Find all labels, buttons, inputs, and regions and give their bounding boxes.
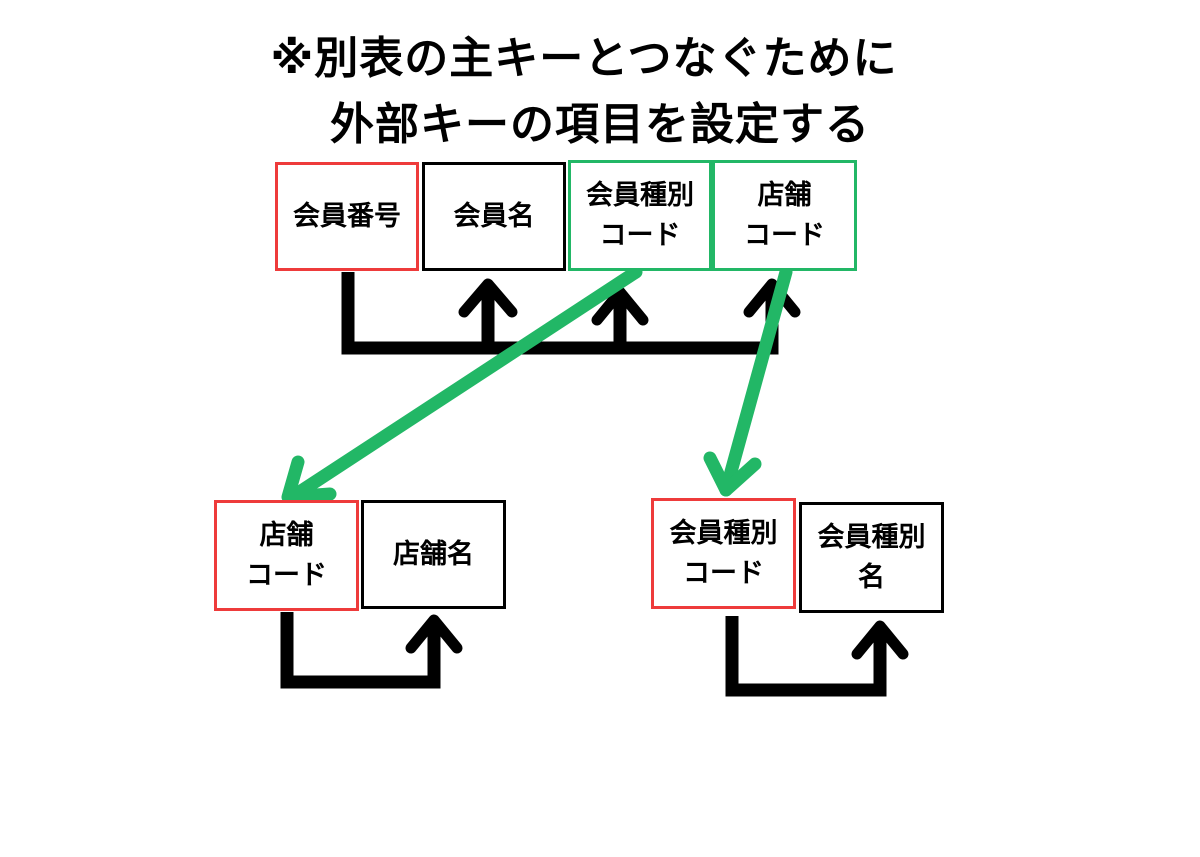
dependency-arrowhead-type-name bbox=[851, 620, 909, 660]
field-label: 店舗名 bbox=[393, 538, 474, 570]
dependency-arrowhead-store-name bbox=[405, 614, 463, 654]
field-label: 店舗 コード bbox=[744, 180, 825, 251]
relation-arrowhead-store-table bbox=[281, 455, 337, 504]
field-label: 店舗 コード bbox=[246, 520, 327, 591]
field-label: 会員種別 名 bbox=[817, 522, 926, 593]
relation-arrowhead-member-type-table bbox=[703, 451, 762, 497]
field-member-type-code-pk: 会員種別 コード bbox=[651, 498, 796, 609]
field-member-type-name: 会員種別 名 bbox=[799, 502, 944, 613]
dependency-connector-member-no-to-member-name bbox=[341, 272, 495, 355]
dependency-arrowhead-member-type-code bbox=[591, 286, 649, 326]
field-label: 会員種別 コード bbox=[586, 180, 694, 251]
dependency-connector-store-code-to-store-name bbox=[280, 612, 441, 689]
field-member-type-code-fk: 会員種別 コード bbox=[568, 160, 712, 271]
diagram-title-line-1: ※別表の主キーとつなぐために bbox=[270, 33, 898, 84]
field-member-name: 会員名 bbox=[422, 162, 566, 271]
diagram-title-line-2: 外部キーの項目を設定する bbox=[330, 99, 870, 150]
field-label: 会員種別 コード bbox=[669, 518, 778, 589]
dependency-arrowhead-member-name bbox=[458, 278, 518, 318]
field-member-no: 会員番号 bbox=[275, 162, 419, 271]
relation-arrow-type-code-to-store-table bbox=[285, 265, 643, 504]
relation-arrow-store-code-to-member-type-table bbox=[719, 265, 793, 497]
field-store-code-pk: 店舗 コード bbox=[214, 500, 359, 611]
field-store-code-fk: 店舗 コード bbox=[712, 160, 857, 271]
field-store-name: 店舗名 bbox=[361, 500, 506, 609]
field-label: 会員名 bbox=[453, 200, 535, 232]
field-label: 会員番号 bbox=[293, 200, 401, 232]
dependency-connector-type-code-to-type-name bbox=[725, 616, 887, 697]
dependency-arrowhead-store-code bbox=[743, 278, 801, 318]
